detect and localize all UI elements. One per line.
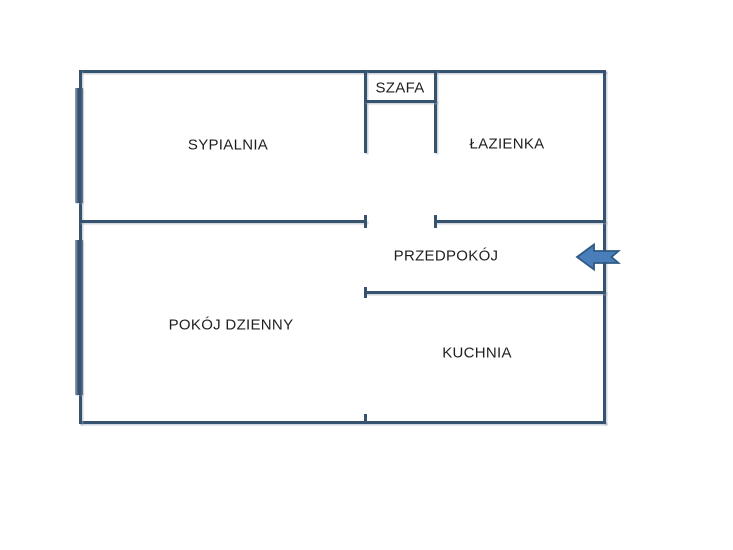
room-label-przedpokoj: PRZEDPOKÓJ <box>393 247 499 265</box>
wall-lazienka-bottom <box>434 220 606 223</box>
window-sypialnia <box>75 88 83 203</box>
wall-szafa-right <box>434 70 437 153</box>
room-label-szafa: SZAFA <box>375 79 425 97</box>
wall-top <box>79 70 606 73</box>
room-label-lazienka: ŁAZIENKA <box>469 135 545 153</box>
room-label-sypialnia: SYPIALNIA <box>187 136 269 154</box>
wall-szafa-shelf <box>364 100 437 103</box>
room-label-pokoj-dzienny: POKÓJ DZIENNY <box>168 316 294 334</box>
wall-right <box>603 70 606 424</box>
wall-bottom <box>79 421 606 424</box>
door-tick-right <box>434 215 437 228</box>
wall-sypialnia-bottom <box>79 220 367 223</box>
wall-szafa-left <box>364 70 367 153</box>
room-label-kuchnia: KUCHNIA <box>442 344 512 362</box>
wall-kuchnia-top <box>364 291 606 294</box>
window-pokoj-dzienny <box>75 240 83 395</box>
wall-bottom-tick <box>364 414 367 423</box>
door-tick-left <box>364 215 367 228</box>
wall-kuchnia-end-cap <box>364 287 367 298</box>
entrance-arrow-icon <box>575 242 621 272</box>
